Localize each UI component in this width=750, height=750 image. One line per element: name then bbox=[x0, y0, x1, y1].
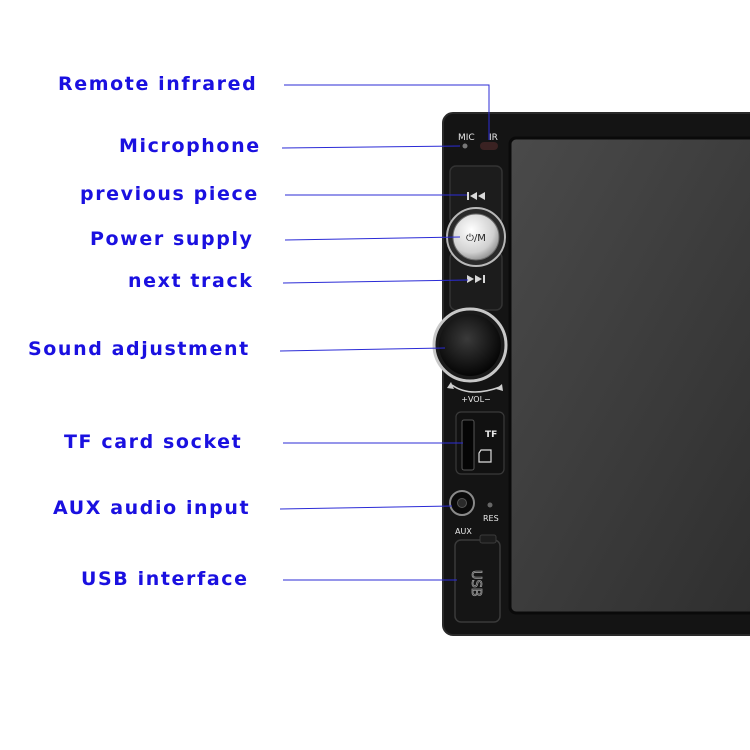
tf-label: TF bbox=[485, 430, 497, 440]
tf-card-icon bbox=[478, 449, 492, 463]
microphone-hole bbox=[462, 143, 468, 149]
previous-icon bbox=[467, 192, 485, 200]
usb-port-cover[interactable] bbox=[454, 539, 501, 623]
tf-card-slot[interactable] bbox=[461, 419, 475, 471]
res-label: RES bbox=[483, 514, 499, 523]
ir-receiver-window bbox=[480, 142, 498, 150]
usb-label: USB bbox=[468, 570, 483, 597]
label-usb-interface: USB interface bbox=[81, 568, 249, 590]
label-previous-piece: previous piece bbox=[80, 183, 259, 205]
volume-arc bbox=[451, 384, 501, 393]
reset-button[interactable] bbox=[487, 502, 493, 508]
next-icon bbox=[467, 275, 485, 283]
aux-label: AUX bbox=[455, 527, 472, 536]
display-screen bbox=[508, 136, 750, 615]
label-next-track: next track bbox=[128, 270, 254, 292]
usb-port-tab bbox=[479, 534, 497, 544]
label-sound-adjustment: Sound adjustment bbox=[28, 338, 250, 360]
mic-label: MIC bbox=[458, 133, 475, 143]
label-aux-audio-input: AUX audio input bbox=[53, 497, 251, 519]
ir-label: IR bbox=[489, 133, 498, 143]
leader-lines bbox=[279, 84, 490, 581]
power-label: ⏻/M bbox=[466, 233, 486, 244]
label-power-supply: Power supply bbox=[90, 228, 254, 250]
label-tf-card-socket: TF card socket bbox=[64, 431, 243, 453]
vol-label: +VOL− bbox=[461, 395, 491, 404]
label-remote-infrared: Remote infrared bbox=[58, 73, 258, 95]
volume-knob[interactable] bbox=[439, 314, 501, 376]
label-microphone: Microphone bbox=[119, 135, 261, 157]
